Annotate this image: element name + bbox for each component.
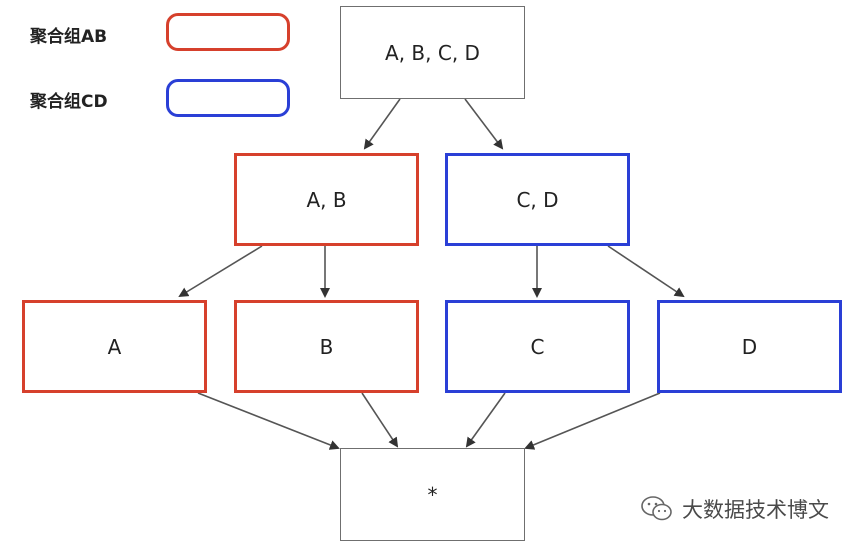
watermark: 大数据技术博文	[640, 494, 829, 524]
node-c: C	[445, 300, 630, 393]
arrow-d-to-star	[524, 392, 661, 450]
node-a: A	[22, 300, 207, 393]
arrow-abcd-to-ab	[363, 98, 401, 150]
arrow-c-to-star	[465, 392, 506, 448]
wechat-icon	[641, 496, 672, 521]
arrow-a-to-star	[197, 392, 340, 450]
node-cd: C, D	[445, 153, 630, 246]
arrow-ab-to-a	[178, 245, 263, 298]
watermark-text: 大数据技术博文	[682, 498, 829, 522]
legend-label-ab: 聚合组AB	[30, 26, 108, 47]
node-d: D	[657, 300, 842, 393]
node-star: *	[340, 448, 525, 541]
arrow-abcd-to-cd	[464, 98, 504, 150]
arrow-b-to-star	[361, 392, 399, 448]
legend-swatch-ab	[166, 13, 290, 51]
node-ab: A, B	[234, 153, 419, 246]
legend-swatch-cd	[166, 79, 290, 117]
legend-label-cd: 聚合组CD	[30, 91, 108, 112]
node-abcd: A, B, C, D	[340, 6, 525, 99]
node-b: B	[234, 300, 419, 393]
arrow-cd-to-d	[607, 245, 685, 298]
